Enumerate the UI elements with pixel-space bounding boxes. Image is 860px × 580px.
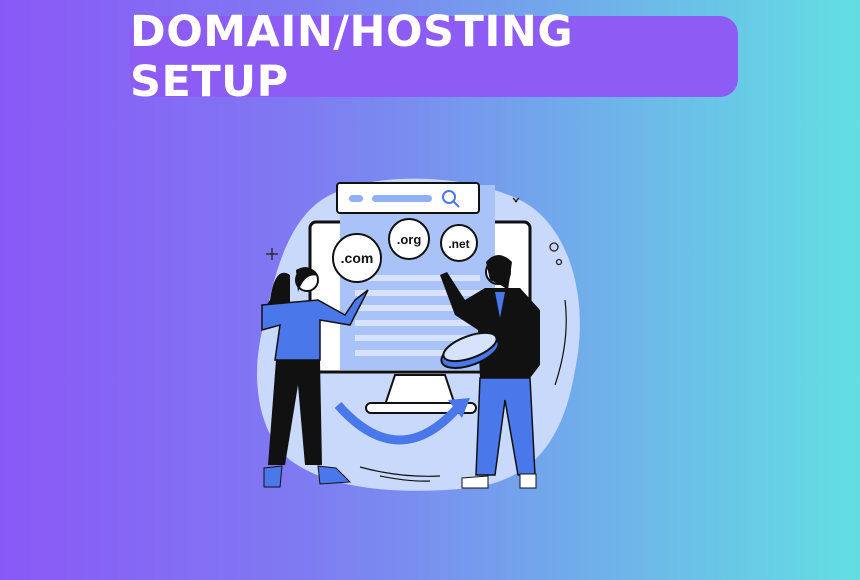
- bubble-icon: [555, 258, 563, 266]
- woman-figure: [261, 267, 369, 488]
- search-icon: [442, 190, 460, 208]
- title-banner: DOMAIN/HOSTING SETUP: [130, 7, 738, 107]
- sparkle-icon: [266, 197, 520, 260]
- man-figure: [440, 255, 540, 489]
- svg-text:.com: .com: [341, 250, 374, 266]
- domain-com: .com: [332, 233, 382, 283]
- search-bar: [336, 182, 480, 214]
- svg-text:.org: .org: [397, 232, 422, 247]
- domain-net: .net: [440, 224, 478, 262]
- domain-org: .org: [388, 218, 430, 260]
- bubble-icon: [549, 242, 559, 252]
- motion-lines: [359, 299, 567, 482]
- page-title: DOMAIN/HOSTING SETUP: [130, 6, 574, 107]
- coin-icon: [440, 331, 500, 369]
- svg-text:.net: .net: [448, 237, 469, 251]
